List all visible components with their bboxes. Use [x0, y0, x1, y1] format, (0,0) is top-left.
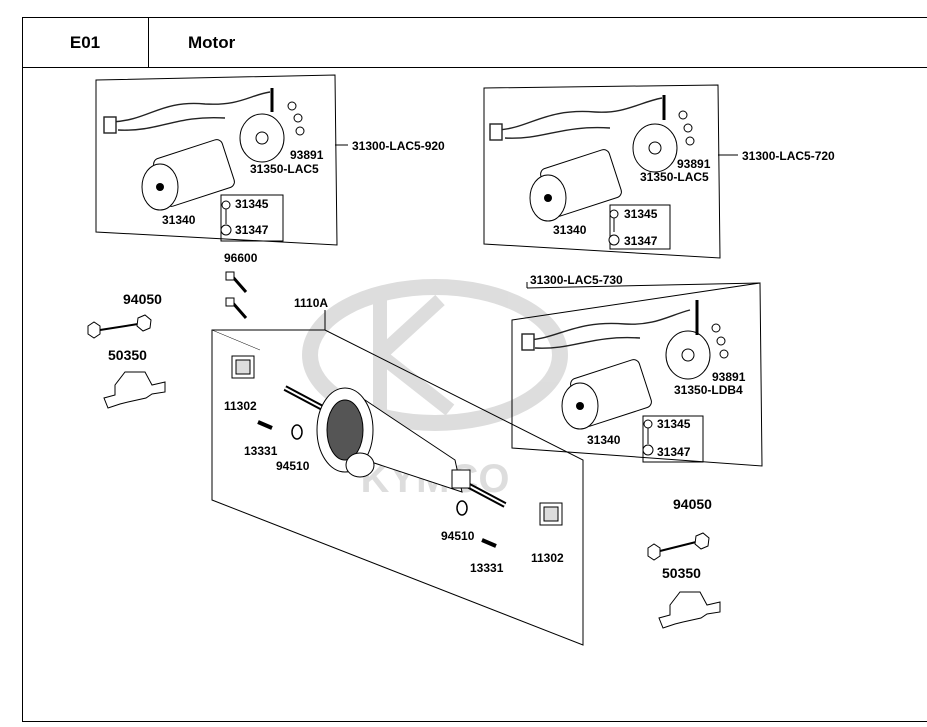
label-50350-left: 50350	[108, 347, 147, 363]
label-31350-lac5-a: 31350-LAC5	[250, 162, 319, 176]
label-93891-b: 93891	[677, 157, 711, 171]
label-94510-left: 94510	[276, 459, 310, 473]
label-31347-a: 31347	[235, 223, 269, 237]
brush-holder-c	[642, 415, 704, 463]
pin-13331-right	[481, 538, 497, 548]
nut-94050-left	[87, 314, 152, 339]
motor-body-b	[529, 95, 678, 222]
label-31347-b: 31347	[624, 234, 658, 248]
motor-wire-b	[489, 97, 663, 141]
label-31300-lac5-920: 31300-LAC5-920	[352, 139, 445, 153]
label-31340-a: 31340	[162, 213, 196, 227]
label-31340-b: 31340	[553, 223, 587, 237]
bracket-50350-left	[103, 371, 166, 409]
motor-assembly-730	[511, 282, 763, 467]
motor-wire-c	[521, 309, 691, 351]
motor-body-a	[141, 88, 285, 211]
cover-11302-right	[539, 502, 563, 526]
label-94050-left: 94050	[123, 291, 162, 307]
label-94510-right: 94510	[441, 529, 475, 543]
label-93891-c: 93891	[712, 370, 746, 384]
motor-body-c	[561, 300, 711, 430]
label-11302-right: 11302	[531, 551, 564, 565]
label-94050-right: 94050	[673, 496, 712, 512]
label-1110a: 1110A	[294, 296, 328, 310]
label-31300-lac5-720: 31300-LAC5-720	[742, 149, 835, 163]
clip-94510-right	[456, 500, 468, 516]
label-31350-lac5-b: 31350-LAC5	[640, 170, 709, 184]
screws-b	[678, 110, 695, 146]
nut-94050-right	[647, 532, 710, 561]
label-50350-right: 50350	[662, 565, 701, 581]
label-31340-c: 31340	[587, 433, 621, 447]
header-divider	[22, 67, 927, 68]
label-11302-left: 11302	[224, 399, 257, 413]
cover-11302-left	[231, 355, 255, 379]
motor-wire-a	[103, 91, 271, 134]
screws-a	[287, 101, 305, 136]
section-title: Motor	[188, 33, 236, 52]
brush-holder-a	[220, 194, 284, 242]
section-code: E01	[22, 17, 149, 68]
transmission-body	[283, 385, 507, 508]
clip-94510-left	[291, 424, 303, 440]
label-13331-left: 13331	[244, 444, 278, 458]
label-31300-lac5-730: 31300-LAC5-730	[530, 273, 623, 287]
diagram-frame	[22, 17, 927, 722]
screws-c	[711, 323, 729, 359]
label-31350-ldb4: 31350-LDB4	[674, 383, 743, 397]
label-31345-c: 31345	[657, 417, 691, 431]
label-31345-b: 31345	[624, 207, 658, 221]
label-13331-right: 13331	[470, 561, 504, 575]
label-93891-a: 93891	[290, 148, 324, 162]
brush-holder-b	[608, 204, 671, 250]
motor-assembly-720	[483, 84, 738, 259]
transmission-assembly-1110a	[211, 310, 584, 646]
pin-13331-left	[257, 420, 273, 430]
bracket-50350-right	[658, 591, 721, 629]
motor-assembly-920	[95, 74, 348, 246]
label-31345-a: 31345	[235, 197, 269, 211]
bolts-96600	[225, 271, 248, 319]
label-96600: 96600	[224, 251, 258, 265]
label-31347-c: 31347	[657, 445, 691, 459]
